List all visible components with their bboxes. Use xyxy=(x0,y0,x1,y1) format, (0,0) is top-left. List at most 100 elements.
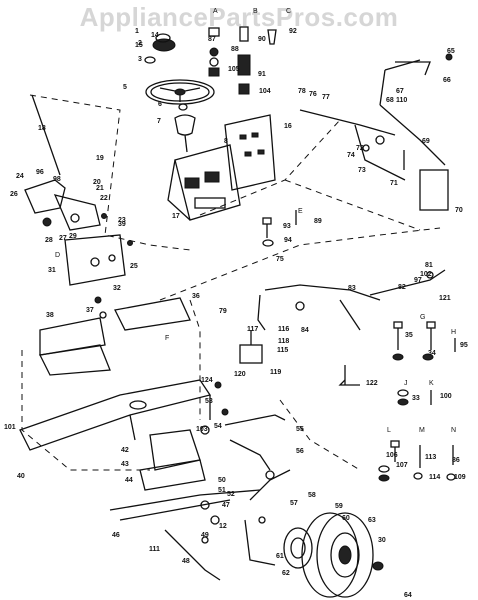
callout-part-33: 33 xyxy=(412,395,420,402)
callout-part-104: 104 xyxy=(259,88,271,95)
callout-part-12: 12 xyxy=(219,523,227,530)
callout-part-15: 15 xyxy=(135,42,143,49)
callout-part-58: 58 xyxy=(308,492,316,499)
callout-part-92: 92 xyxy=(289,28,297,35)
callout-part-63: 63 xyxy=(368,517,376,524)
callout-letter-m: M xyxy=(419,427,425,434)
callout-part-39: 39 xyxy=(118,221,126,228)
callout-part-51: 51 xyxy=(218,487,226,494)
callout-part-113: 113 xyxy=(425,454,436,461)
hardware-legend xyxy=(262,210,456,482)
callout-part-49: 49 xyxy=(201,532,209,539)
callout-part-98: 98 xyxy=(53,176,61,183)
callout-part-106: 106 xyxy=(386,452,398,459)
callout-part-36: 36 xyxy=(192,293,200,300)
callout-part-94: 94 xyxy=(284,237,292,244)
callout-part-105: 105 xyxy=(228,66,240,73)
callout-part-56: 56 xyxy=(296,448,304,455)
callout-part-14: 14 xyxy=(151,32,159,39)
callout-part-91: 91 xyxy=(258,71,266,78)
seat-brackets xyxy=(39,296,191,376)
callout-part-81: 81 xyxy=(425,262,433,269)
callout-part-118: 118 xyxy=(278,338,289,345)
callout-part-8: 8 xyxy=(224,138,228,145)
callout-part-48: 48 xyxy=(182,558,190,565)
watermark-text: AppliancePartsPros.com xyxy=(79,2,399,32)
callout-part-88: 88 xyxy=(231,46,239,53)
callout-part-52: 52 xyxy=(227,491,235,498)
callout-part-109: 109 xyxy=(454,474,466,481)
callout-part-95: 95 xyxy=(460,342,468,349)
callout-part-60: 60 xyxy=(342,515,350,522)
callout-part-2: 2 xyxy=(138,40,142,47)
callout-part-73: 73 xyxy=(358,167,366,174)
callout-part-21: 21 xyxy=(96,185,104,192)
callout-part-96: 96 xyxy=(36,169,44,176)
callout-part-24: 24 xyxy=(16,173,24,180)
callout-letter-l: L xyxy=(387,427,391,434)
callout-letter-j: J xyxy=(404,380,408,387)
callout-part-69: 69 xyxy=(422,138,430,145)
callout-part-19: 19 xyxy=(96,155,104,162)
callout-part-121: 121 xyxy=(439,295,451,302)
steering-wheel-assembly xyxy=(144,33,215,153)
callout-part-7: 7 xyxy=(157,118,161,125)
callout-part-70: 70 xyxy=(455,207,463,214)
callout-part-86: 86 xyxy=(452,457,460,464)
callout-part-101: 101 xyxy=(4,424,16,431)
callout-part-29: 29 xyxy=(69,233,77,240)
callout-part-120: 120 xyxy=(234,371,246,378)
lower-axle-linkage xyxy=(109,381,291,581)
center-linkage xyxy=(239,269,446,386)
callout-part-122: 122 xyxy=(366,380,378,387)
callout-part-90: 90 xyxy=(258,36,266,43)
callout-part-20: 20 xyxy=(93,179,101,186)
callout-part-34: 34 xyxy=(428,350,436,357)
callout-part-75: 75 xyxy=(276,256,284,263)
callout-letter-h: H xyxy=(451,329,456,336)
callout-part-32: 32 xyxy=(113,285,121,292)
callout-part-74: 74 xyxy=(347,152,355,159)
callout-part-44: 44 xyxy=(125,477,133,484)
left-steering-linkage xyxy=(24,94,133,286)
callout-letter-g: G xyxy=(420,314,425,321)
callout-part-110: 110 xyxy=(396,97,407,104)
callout-part-115: 115 xyxy=(277,347,288,354)
callout-part-22: 22 xyxy=(100,195,108,202)
callout-part-25: 25 xyxy=(130,263,138,270)
callout-part-1: 1 xyxy=(135,28,139,35)
callout-part-28: 28 xyxy=(45,237,53,244)
callout-part-55: 55 xyxy=(296,426,304,433)
callout-part-3: 3 xyxy=(138,56,142,63)
callout-part-57: 57 xyxy=(290,500,298,507)
callout-part-23: 23 xyxy=(118,217,126,224)
callout-part-5: 5 xyxy=(123,84,127,91)
callout-letter-d: D xyxy=(55,252,60,259)
callout-letter-k: K xyxy=(429,380,434,387)
callout-letter-a: A xyxy=(213,8,218,15)
callout-part-83: 83 xyxy=(348,285,356,292)
callout-part-89: 89 xyxy=(314,218,322,225)
callout-part-17: 17 xyxy=(172,213,180,220)
callout-part-84: 84 xyxy=(301,327,309,334)
callout-part-54: 54 xyxy=(214,423,222,430)
callout-part-67: 67 xyxy=(396,88,404,95)
callout-part-111: 111 xyxy=(149,546,160,553)
callout-part-38: 38 xyxy=(46,312,54,319)
callout-part-59: 59 xyxy=(335,503,343,510)
callout-part-100: 100 xyxy=(440,393,452,400)
main-frame xyxy=(19,379,212,451)
assembly-dashed-lines xyxy=(21,94,441,471)
callout-letter-b: B xyxy=(253,8,258,15)
callout-part-117: 117 xyxy=(247,326,258,333)
callout-part-43: 43 xyxy=(121,461,129,468)
callout-part-64: 64 xyxy=(404,592,412,599)
callout-part-97: 97 xyxy=(414,277,422,284)
callout-part-47: 47 xyxy=(222,502,230,509)
callout-part-31: 31 xyxy=(48,267,56,274)
callout-part-6: 6 xyxy=(158,101,162,108)
callout-part-40: 40 xyxy=(17,473,25,480)
